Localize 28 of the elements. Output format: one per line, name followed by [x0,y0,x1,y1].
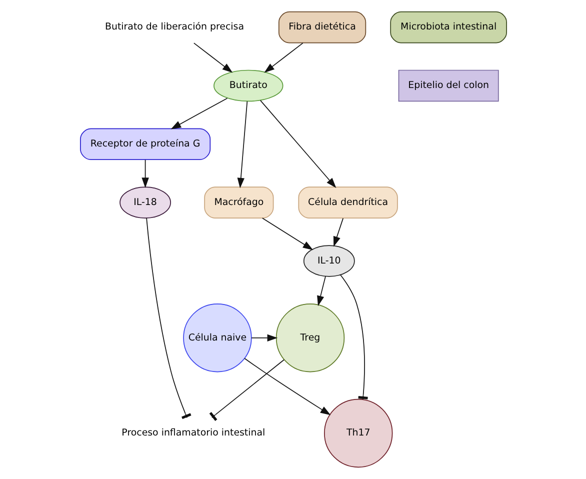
arrow [259,100,336,188]
connector [208,359,284,421]
arrow [250,334,278,342]
arrow [236,100,248,188]
connector [146,218,191,420]
arrow [244,358,330,416]
arrow [264,42,303,73]
node-box: Epitelio del colon [398,70,498,102]
node-ellipse: Butirato [213,70,283,102]
node-circle: Célula naive [182,304,252,372]
arrow [316,276,326,306]
node-text: Proceso inflamatorio intestinal [121,428,265,439]
node-box: Receptor de proteína G [80,128,210,160]
node-box: Fibra dietética [278,11,366,44]
node-box: Macrófago [204,186,274,218]
node-box: Microbiota intestinal [390,11,506,44]
node-ellipse: IL-10 [302,245,354,277]
arrow [141,159,148,188]
node-ellipse: IL-18 [119,186,171,218]
arrow [261,218,313,250]
arrow [332,218,344,247]
node-box: Célula dendrítica [298,186,398,218]
node-text: Butirato de liberación precisa [104,22,244,33]
arrow [193,42,232,73]
connector [340,274,368,400]
node-circle: Th17 [324,398,392,468]
arrow [170,98,228,130]
node-circle: Treg [275,304,344,372]
